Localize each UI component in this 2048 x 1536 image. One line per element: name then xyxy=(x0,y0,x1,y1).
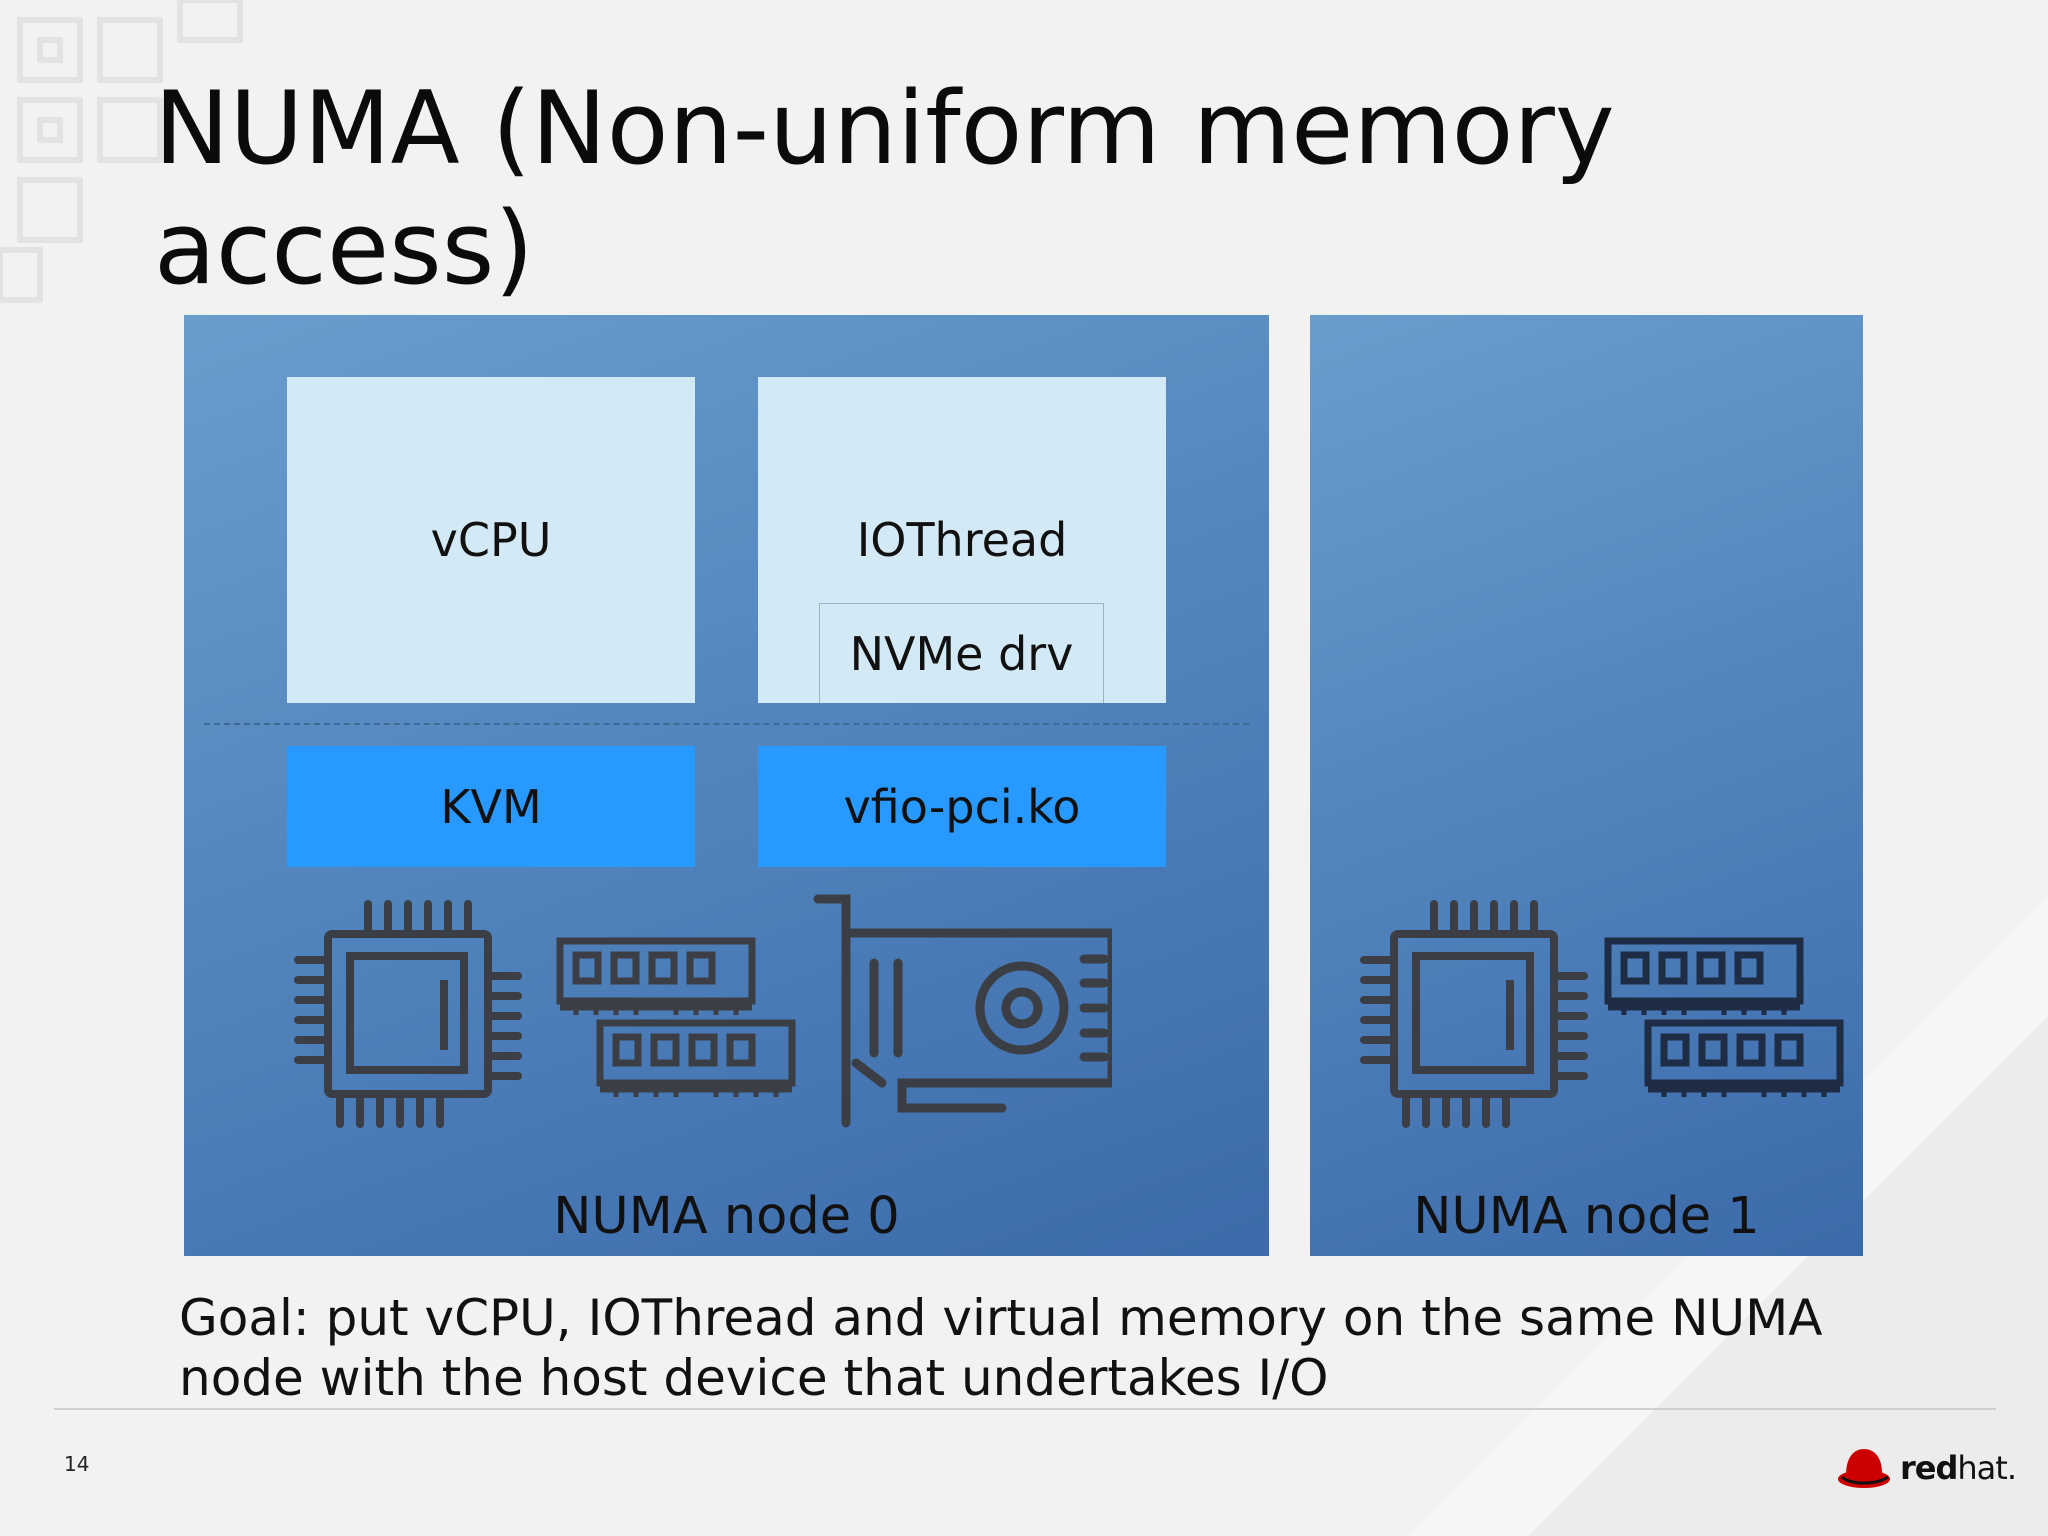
vcpu-label: vCPU xyxy=(430,513,552,567)
footer-divider xyxy=(54,1408,1996,1410)
numa-node-0-label: NUMA node 0 xyxy=(553,1187,900,1246)
kernel-user-divider xyxy=(204,723,1249,725)
pci-card-icon xyxy=(813,894,1112,1128)
numa-node-0: vCPU IOThread NVMe drv KVM vfio-pci.ko xyxy=(184,315,1269,1256)
vcpu-box: vCPU xyxy=(287,377,695,703)
page-number: 14 xyxy=(64,1452,90,1476)
redhat-wordmark: redhat. xyxy=(1900,1449,2017,1487)
redhat-logo: redhat. xyxy=(1836,1443,2026,1495)
goal-text: Goal: put vCPU, IOThread and virtual mem… xyxy=(179,1289,1823,1407)
numa-node-1-label: NUMA node 1 xyxy=(1413,1187,1760,1246)
kvm-box: KVM xyxy=(287,746,695,867)
iothread-label: IOThread xyxy=(856,513,1068,567)
memory-modules-icon xyxy=(1604,937,1844,1097)
redhat-shadowman-icon xyxy=(1838,1449,1890,1488)
memory-modules-icon xyxy=(556,937,796,1097)
numa-node-1: NUMA node 1 xyxy=(1310,315,1863,1256)
iothread-box: IOThread NVMe drv xyxy=(758,377,1166,703)
cpu-chip-icon xyxy=(1360,900,1588,1128)
background-pattern xyxy=(0,0,243,303)
cpu-chip-icon xyxy=(294,900,522,1128)
nvme-driver-box: NVMe drv xyxy=(819,603,1104,703)
slide-title: NUMA (Non-uniform memory access) xyxy=(154,69,1615,307)
vfio-pci-box: vfio-pci.ko xyxy=(758,746,1166,867)
